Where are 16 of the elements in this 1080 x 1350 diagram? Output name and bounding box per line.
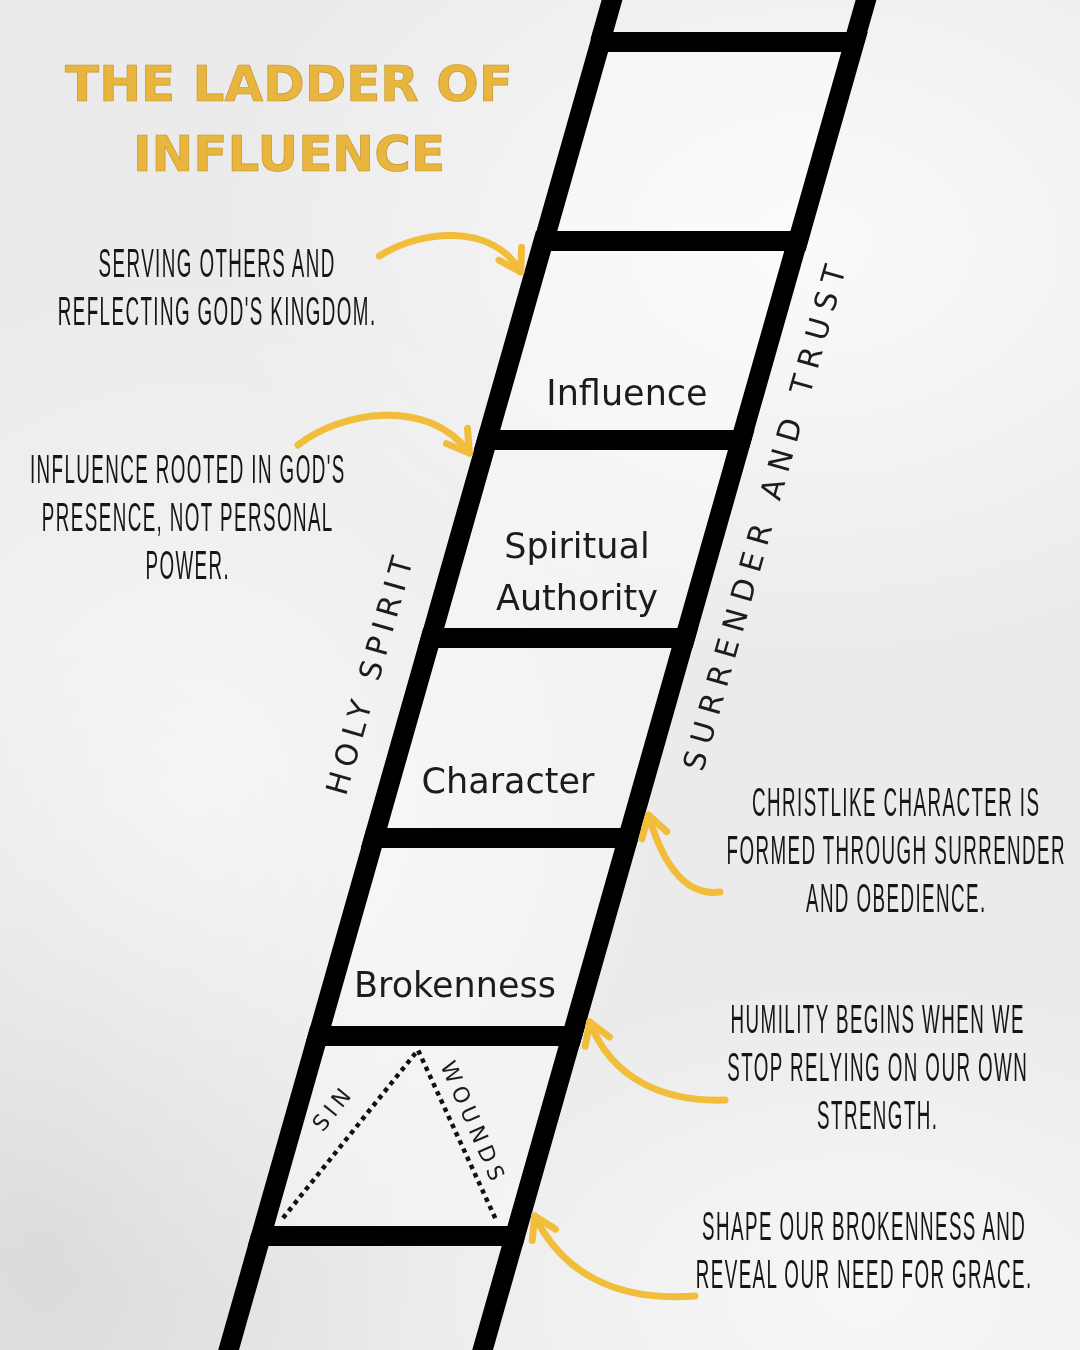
callout-text: INFLUENCE ROOTED IN GOD'S PRESENCE, NOT PERSONAL POWER. — [28, 445, 348, 589]
curved-arrow — [375, 232, 525, 276]
callout-text: SHAPE OUR BROKENNESS AND REVEAL OUR NEED FOR GRACE. — [695, 1202, 1034, 1298]
step-label: Spiritual Authority — [495, 525, 659, 620]
callout-text: CHRISTLIKE CHARACTER IS FORMED THROUGH SURRENDER AND OBEDIENCE. — [720, 778, 1073, 922]
step-label: Influence — [546, 372, 708, 415]
curved-arrow — [639, 811, 724, 896]
step-label: Character — [421, 760, 595, 803]
callout-text: SERVING OTHERS AND REFLECTING GOD'S KINGDOM. — [55, 239, 380, 335]
curved-arrow — [529, 1212, 699, 1301]
curved-arrow — [294, 411, 473, 457]
curved-arrow — [583, 1018, 729, 1104]
title: THE LADDER OF INFLUENCE — [64, 54, 514, 185]
callout-text: HUMILITY BEGINS WHEN WE STOP RELYING ON OUR OWN STRENGTH. — [725, 995, 1031, 1139]
ladder-cell — [246, 1026, 586, 1246]
step-label: Brokenness — [354, 964, 556, 1007]
